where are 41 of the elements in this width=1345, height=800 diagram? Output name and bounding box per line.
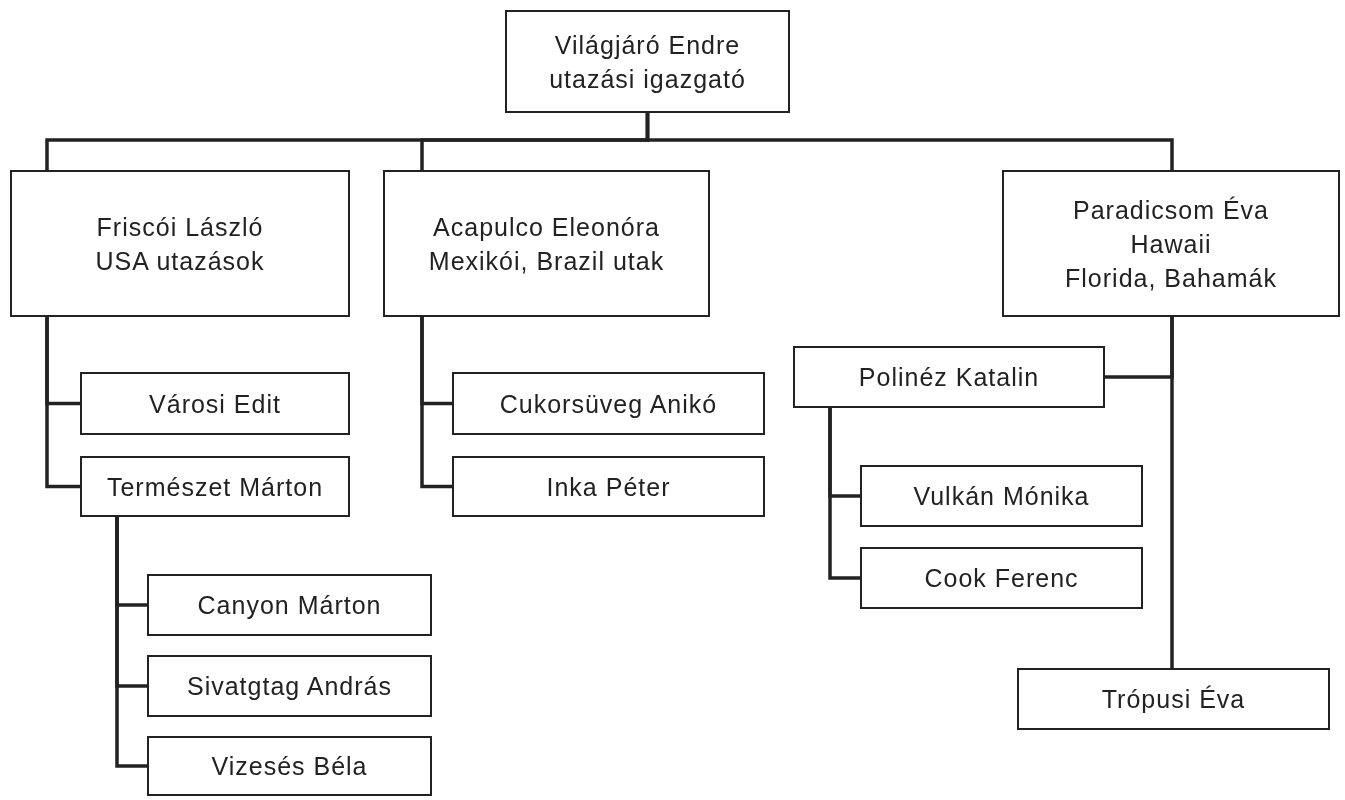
person-name: Vulkán Mónika bbox=[913, 481, 1090, 512]
name-box bbox=[147, 574, 432, 636]
name-box bbox=[80, 456, 350, 517]
role-text: USA utazások bbox=[95, 245, 265, 277]
person-name: Cukorsüveg Anikó bbox=[499, 388, 718, 420]
connector-line bbox=[645, 113, 1174, 170]
role-text: Florida, Bahamák bbox=[1065, 262, 1277, 294]
person-name: Inka Péter bbox=[546, 471, 671, 503]
name-box bbox=[505, 10, 790, 113]
connector-line bbox=[115, 517, 147, 768]
name-box bbox=[147, 655, 432, 717]
person-name: Természet Márton bbox=[106, 471, 324, 503]
name-box bbox=[1017, 668, 1330, 730]
person-name: Acapulco Eleonóra bbox=[433, 211, 660, 243]
person-name: Vizesés Béla bbox=[211, 751, 368, 782]
connector-line bbox=[45, 317, 80, 489]
name-box bbox=[383, 170, 710, 317]
connector-line bbox=[420, 317, 452, 489]
role-text: utazási igazgató bbox=[549, 63, 746, 95]
connector-line bbox=[1170, 317, 1174, 668]
person-name: Polinéz Katalin bbox=[858, 362, 1040, 393]
name-box bbox=[10, 170, 350, 317]
name-box bbox=[793, 346, 1105, 408]
name-box bbox=[452, 456, 765, 517]
name-box bbox=[147, 736, 432, 796]
role-text: Hawaii bbox=[1130, 228, 1212, 260]
name-box bbox=[860, 547, 1143, 609]
name-box bbox=[452, 372, 765, 435]
person-name: Friscói László bbox=[96, 211, 264, 243]
connector-line bbox=[828, 408, 860, 580]
person-name: Városi Edit bbox=[149, 388, 281, 420]
person-name: Paradicsom Éva bbox=[1073, 194, 1269, 226]
name-box bbox=[1002, 170, 1340, 317]
person-name: Világjáró Endre bbox=[554, 29, 741, 61]
person-name: Canyon Márton bbox=[197, 590, 382, 621]
person-name: Trópusi Éva bbox=[1101, 684, 1246, 715]
name-box bbox=[80, 372, 350, 435]
name-box bbox=[860, 465, 1143, 527]
person-name: Cook Ferenc bbox=[924, 563, 1079, 594]
role-text: Mexikói, Brazil utak bbox=[428, 245, 665, 277]
person-name: Sivatgtag András bbox=[187, 671, 392, 702]
